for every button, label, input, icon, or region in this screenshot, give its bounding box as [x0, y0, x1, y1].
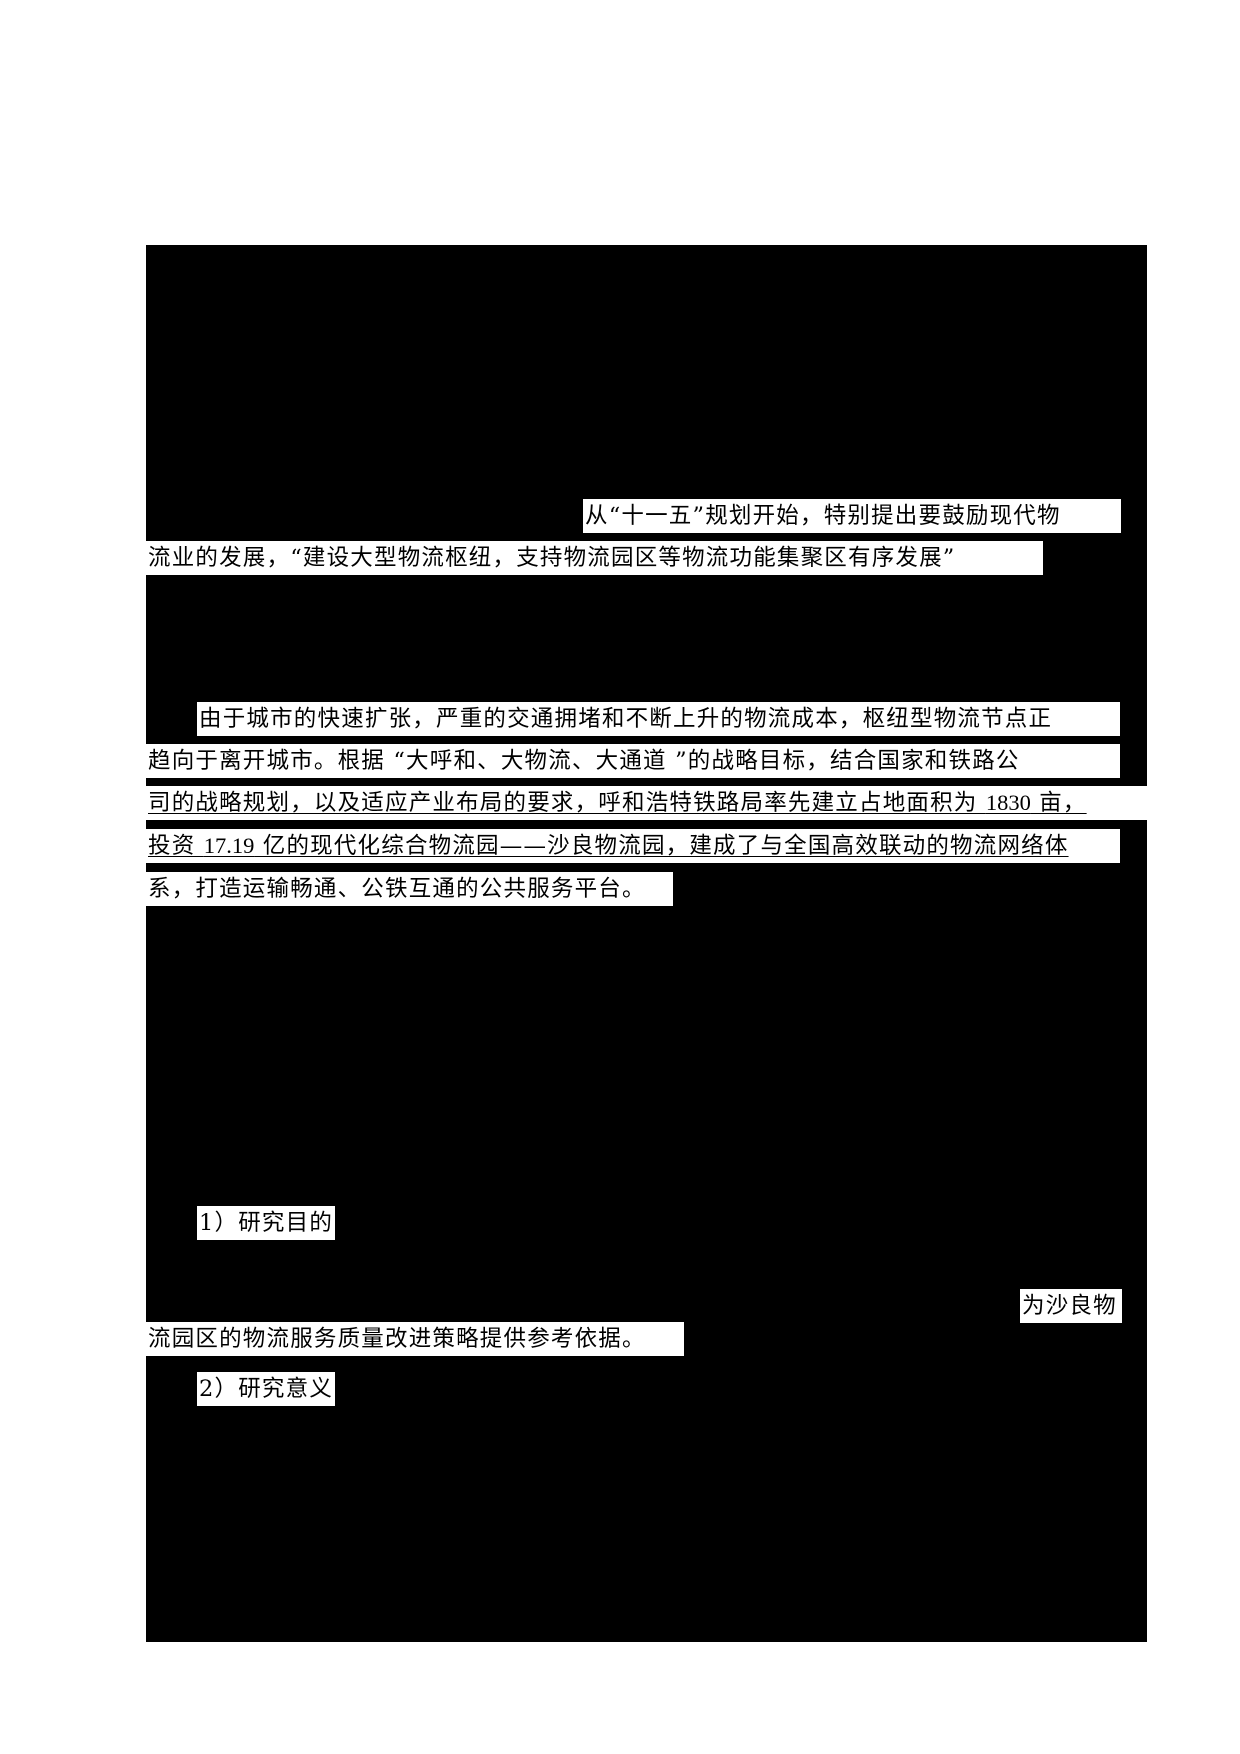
land-area-value: 1830 — [985, 790, 1031, 815]
shaliang-paragraph-line-4: 投资 17.19 亿的现代化综合物流园——沙良物流园，建成了与全国高效联动的物流… — [146, 829, 1120, 863]
redacted-content-block — [146, 245, 1147, 1642]
research-significance-heading: 2）研究意义 — [197, 1372, 335, 1406]
line4-text-b: 亿的现代化综合物流园——沙良物流园，建成了与全国高效联动的物流网络体 — [254, 833, 1069, 859]
research-purpose-fragment-1: 为沙良物 — [1020, 1289, 1122, 1323]
policy-text-fragment-1: 从“十一五”规划开始，特别提出要鼓励现代物 — [583, 499, 1121, 533]
line4-text-a: 投资 — [148, 833, 204, 859]
research-purpose-fragment-2: 流园区的物流服务质量改进策略提供参考依据。 — [146, 1322, 684, 1356]
shaliang-paragraph-line-2: 趋向于离开城市。根据 “大呼和、大物流、大通道 ”的战略目标，结合国家和铁路公 — [146, 744, 1120, 778]
policy-text-fragment-2: 流业的发展，“建设大型物流枢纽，支持物流园区等物流功能集聚区有序发展” — [146, 541, 1043, 575]
shaliang-paragraph-line-3: 司的战略规划，以及适应产业布局的要求，呼和浩特铁路局率先建立占地面积为 1830… — [146, 786, 1147, 820]
line3-text-a: 司的战略规划，以及适应产业布局的要求，呼和浩特铁路局率先建立占地面积为 — [148, 790, 986, 816]
shaliang-paragraph-line-1: 由于城市的快速扩张，严重的交通拥堵和不断上升的物流成本，枢纽型物流节点正 — [197, 702, 1120, 736]
line3-text-b: 亩， — [1030, 790, 1087, 816]
research-purpose-heading: 1）研究目的 — [197, 1206, 335, 1240]
shaliang-paragraph-line-5: 系，打造运输畅通、公铁互通的公共服务平台。 — [146, 872, 673, 906]
investment-value: 17.19 — [203, 833, 255, 858]
